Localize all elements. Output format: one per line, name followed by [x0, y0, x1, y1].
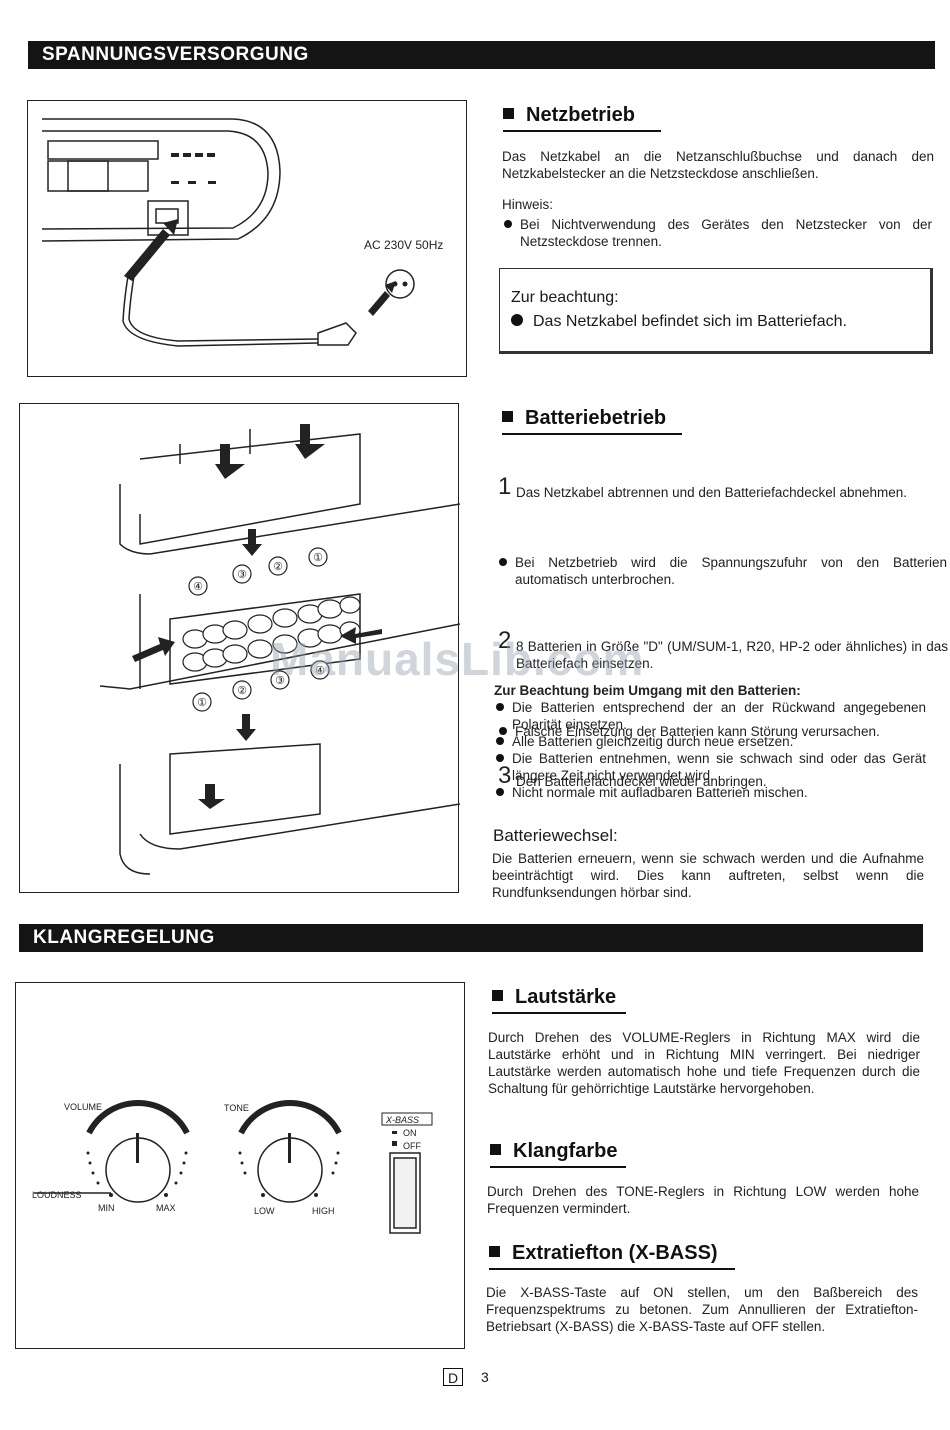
- mains-body: Das Netzkabel an die Netzanschlußbuchse …: [502, 149, 934, 181]
- mains-note-title: Zur beachtung:: [511, 289, 619, 306]
- heading-square-icon: [492, 990, 503, 1001]
- watermark: ManualsLib.com: [270, 633, 645, 685]
- marker-bottom-1: ①: [197, 697, 207, 709]
- mains-hint-text: Bei Nichtverwendung des Gerätes den Netz…: [520, 217, 932, 249]
- battery-heading: Batteriebetrieb: [502, 407, 682, 435]
- battery-bullet-1: Bei Netzbetrieb wird die Spannungszufuhr…: [497, 554, 947, 588]
- battery-change-body: Die Batterien erneuern, wenn sie schwach…: [492, 851, 924, 900]
- step-number-2: 2: [498, 627, 512, 654]
- battery-change-title: Batteriewechsel:: [493, 826, 618, 845]
- battery-step-3: 3 Den Batteriefachdeckel wieder anbringen…: [498, 764, 948, 790]
- heading-square-icon: [490, 1144, 501, 1155]
- step-2-text: 8 Batterien in Größe "D" (UM/SUM-1, R20,…: [516, 639, 948, 671]
- section-title-power: SPANNUNGSVERSORGUNG: [28, 41, 935, 69]
- mains-heading: Netzbetrieb: [503, 104, 661, 132]
- battery-bullet-2: Falsche Einsetzung der Batterien kann St…: [497, 723, 947, 740]
- mains-note-box: Zur beachtung: Das Netzkabel befindet si…: [499, 268, 933, 354]
- bullet-icon: [499, 558, 507, 566]
- marker-top-2: ②: [273, 561, 283, 573]
- ac-voltage-label: AC 230V 50Hz: [364, 238, 443, 252]
- page-number: 3: [481, 1369, 489, 1385]
- care-item: Die Batterien entsprechend der an der Rü…: [494, 699, 926, 733]
- tone-heading-text: Klangfarbe: [513, 1140, 618, 1162]
- mains-note: Das Netzkabel befindet sich im Batterief…: [511, 313, 847, 331]
- marker-top-4: ④: [193, 581, 203, 593]
- volume-heading-text: Lautstärke: [515, 986, 617, 1008]
- battery-care-title: Zur Beachtung beim Umgang mit den Batter…: [494, 683, 801, 698]
- care-item: Alle Batterien gleichzeitig durch neue e…: [494, 733, 926, 750]
- language-badge: D: [443, 1368, 463, 1386]
- step-number-3: 3: [498, 762, 512, 789]
- max-label: MAX: [156, 1203, 176, 1213]
- loudness-label: LOUDNESS: [32, 1190, 82, 1200]
- low-label: LOW: [254, 1206, 275, 1216]
- bullet-2-text: Falsche Einsetzung der Batterien kann St…: [515, 724, 880, 739]
- care-item: Nicht normale mit aufladbaren Batterien …: [494, 784, 926, 801]
- bullet-icon: [496, 703, 504, 711]
- marker-top-3: ③: [237, 569, 247, 581]
- volume-body: Durch Drehen des VOLUME-Reglers in Richt…: [488, 1030, 920, 1096]
- xbass-label: X-BASS: [385, 1115, 419, 1125]
- controls-illustration: VOLUME LOUDNESS MIN MAX TONE LOW HIGH X-…: [32, 1099, 433, 1234]
- off-label: OFF: [403, 1141, 421, 1151]
- high-label: HIGH: [312, 1206, 335, 1216]
- heading-square-icon: [503, 108, 514, 119]
- on-label: ON: [403, 1128, 417, 1138]
- heading-square-icon: [489, 1246, 500, 1257]
- xbass-heading: Extratiefton (X-BASS): [489, 1242, 735, 1270]
- step-3-text: Den Batteriefachdeckel wieder anbringen.: [516, 774, 767, 789]
- care-item: Die Batterien entnehmen, wenn sie schwac…: [494, 750, 926, 784]
- xbass-body: Die X-BASS-Taste auf ON stellen, um den …: [486, 1285, 918, 1334]
- mains-figure: AC 230V 50Hz: [27, 100, 467, 377]
- battery-care-list: Die Batterien entsprechend der an der Rü…: [494, 699, 926, 801]
- bullet-icon: [496, 754, 504, 762]
- battery-illustration: ④ ③ ② ① ① ② ③ ④: [99, 424, 460, 875]
- controls-figure: VOLUME LOUDNESS MIN MAX TONE LOW HIGH X-…: [15, 982, 465, 1349]
- battery-heading-text: Batteriebetrieb: [525, 407, 667, 429]
- bullet-icon: [511, 314, 523, 326]
- section-title-sound: KLANGREGELUNG: [19, 924, 923, 952]
- mains-hint: Bei Nichtverwendung des Gerätes den Netz…: [502, 216, 932, 250]
- bullet-icon: [496, 788, 504, 796]
- step-number-1: 1: [498, 473, 512, 500]
- battery-step-1: 1 Das Netzkabel abtrennen und den Batteri…: [498, 475, 948, 501]
- xbass-heading-text: Extratiefton (X-BASS): [512, 1242, 718, 1264]
- mains-note-text: Das Netzkabel befindet sich im Batterief…: [533, 313, 847, 330]
- min-label: MIN: [98, 1203, 115, 1213]
- marker-top-1: ①: [313, 552, 323, 564]
- tone-label: TONE: [224, 1103, 249, 1113]
- marker-bottom-2: ②: [237, 685, 247, 697]
- mains-heading-text: Netzbetrieb: [526, 104, 635, 126]
- tone-heading: Klangfarbe: [490, 1140, 626, 1168]
- tone-body: Durch Drehen des TONE-Reglers in Richtun…: [487, 1184, 919, 1216]
- mains-illustration: AC 230V 50Hz: [41, 118, 443, 347]
- volume-label: VOLUME: [64, 1102, 102, 1112]
- bullet-icon: [504, 220, 512, 228]
- volume-heading: Lautstärke: [492, 986, 626, 1014]
- marker-bottom-4: ④: [315, 665, 325, 677]
- bullet-icon: [499, 727, 507, 735]
- heading-square-icon: [502, 411, 513, 422]
- step-1-text: Das Netzkabel abtrennen und den Batterie…: [516, 485, 908, 500]
- marker-bottom-3: ③: [275, 675, 285, 687]
- mains-hint-label: Hinweis:: [502, 197, 554, 212]
- bullet-icon: [496, 737, 504, 745]
- battery-figure: ④ ③ ② ① ① ② ③ ④: [19, 403, 460, 893]
- bullet-1-text: Bei Netzbetrieb wird die Spannungszufuhr…: [515, 555, 947, 587]
